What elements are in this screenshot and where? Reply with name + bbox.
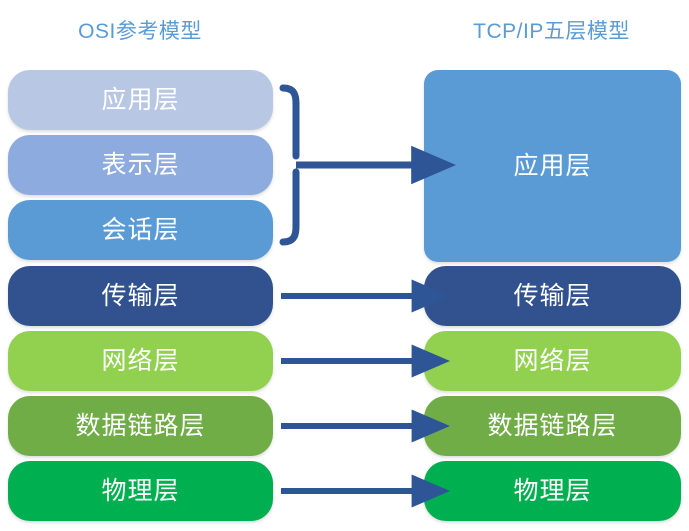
- osi-layer-transport[interactable]: 传输层: [8, 266, 273, 326]
- osi-layer-network[interactable]: 网络层: [8, 331, 273, 391]
- osi-layer-session[interactable]: 会话层: [8, 200, 273, 260]
- tcpip-layer-physical[interactable]: 物理层: [424, 461, 681, 521]
- tcpip-layer-transport[interactable]: 传输层: [424, 266, 681, 326]
- tcpip-layer-application[interactable]: 应用层: [424, 70, 681, 262]
- osi-layer-application[interactable]: 应用层: [8, 70, 273, 130]
- brace-app-group-icon: [279, 84, 456, 246]
- osi-layer-presentation[interactable]: 表示层: [8, 135, 273, 195]
- tcpip-layer-network[interactable]: 网络层: [424, 331, 681, 391]
- osi-layer-datalink[interactable]: 数据链路层: [8, 396, 273, 456]
- tcpip-column-title: TCP/IP五层模型: [473, 20, 630, 43]
- tcpip-layer-datalink[interactable]: 数据链路层: [424, 396, 681, 456]
- osi-layer-physical[interactable]: 物理层: [8, 461, 273, 521]
- osi-column-title: OSI参考模型: [78, 20, 202, 43]
